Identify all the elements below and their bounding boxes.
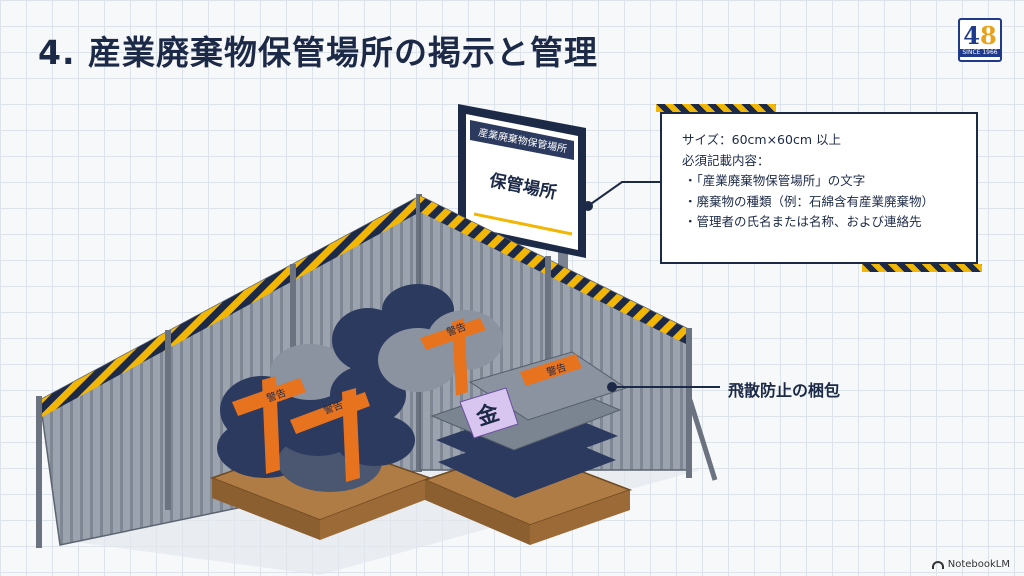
bag-stack-right: 警告 金 [430, 351, 628, 498]
fence-left-hazard-stripe [40, 196, 420, 418]
requirements-callout: サイズ：60cm×60cm 以上 必須記載内容： ・「産業廃棄物保管場所」の文字… [656, 104, 982, 272]
bundle-connector-dot [607, 382, 617, 392]
sign-connector-dot [583, 201, 593, 211]
bag-stack-left: 警告 警告 警告 [217, 284, 503, 492]
requirement-size: サイズ：60cm×60cm 以上 [682, 132, 841, 147]
requirement-item: ・「産業廃棄物保管場所」の文字 [684, 173, 866, 188]
sign-underline [473, 212, 573, 236]
footer-brand-label: NotebookLM [947, 559, 1010, 570]
page-title: 4. 産業廃棄物保管場所の掲示と管理 [38, 33, 598, 72]
logo-number: 48 [963, 20, 997, 50]
company-logo: 48 SINCE 1966 [958, 18, 1002, 62]
notebooklm-icon [931, 560, 944, 569]
bundle-callout-label: 飛散防止の梱包 [728, 381, 841, 400]
orange-band [452, 318, 468, 396]
orange-band [262, 376, 280, 474]
fence-right-hazard-stripe [420, 196, 690, 346]
requirement-item: ・管理者の氏名または名称、および連絡先 [684, 214, 922, 229]
logo-since: SINCE 1966 [960, 48, 1000, 57]
requirement-item: ・廃棄物の種類（例：石綿含有産業廃棄物） [684, 193, 935, 209]
footer-brand: NotebookLM [931, 559, 1010, 570]
hazard-corner-stripe [656, 104, 776, 112]
sign-connector-line [587, 181, 660, 207]
hazard-corner-stripe [862, 264, 982, 272]
bag-label-patch [459, 387, 519, 439]
orange-band [520, 354, 582, 386]
sign-top-band [470, 120, 574, 160]
requirement-heading: 必須記載内容： [682, 152, 770, 168]
orange-band [342, 388, 360, 482]
